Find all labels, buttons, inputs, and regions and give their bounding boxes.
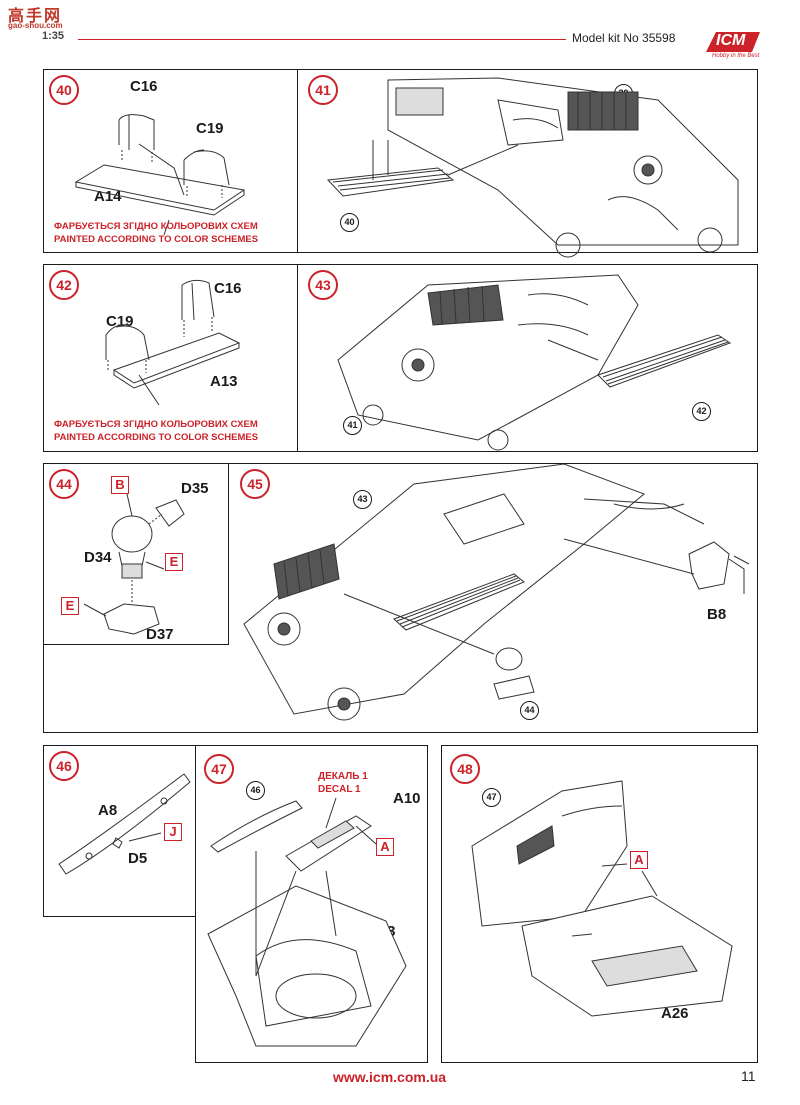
step-47-drawing (207, 797, 407, 1047)
scale-label: 1:35 (42, 30, 65, 42)
part-label: D35 (181, 480, 209, 497)
part-label: C19 (196, 120, 224, 137)
color-code: J (164, 823, 182, 841)
footer-url[interactable]: www.icm.com.ua (333, 1069, 447, 1085)
part-label: A10 (393, 790, 421, 807)
step-number: 40 (49, 75, 79, 105)
step-48-panel: 48 47 A A26 (441, 745, 758, 1063)
step-41-panel: 41 39 40 (297, 69, 758, 258)
paint-note-ua: ФАРБУЄТЬСЯ ЗГІДНО КОЛЬОРОВИХ СХЕМ (54, 419, 258, 430)
step-ref: 40 (340, 213, 359, 232)
brand-logo-shape (706, 32, 760, 52)
step-number: 46 (49, 751, 79, 781)
watermark-url: gao-shou.com (8, 21, 63, 30)
watermark-cn: 高手网 (8, 6, 63, 25)
step-ref: 42 (692, 402, 711, 421)
part-label: C16 (130, 78, 158, 95)
step-ref: 43 (353, 490, 372, 509)
step-40-panel: 40 C16 C19 A14 ФАРБУЄТЬСЯ ЗГІДНО КОЛЬОРО… (43, 69, 298, 253)
brand-logo: ICM Hobby in the Best (700, 24, 770, 62)
decal-note: ДЕКАЛЬ 1 DECAL 1 (318, 770, 368, 796)
part-label: D34 (84, 549, 112, 566)
step-number: 42 (49, 270, 79, 300)
color-code: E (165, 553, 183, 571)
color-code: B (111, 476, 129, 494)
header-rule (78, 39, 566, 40)
part-label: A26 (661, 1005, 689, 1022)
part-label: A13 (210, 373, 238, 390)
step-43-drawing (337, 274, 732, 451)
step-ref: 44 (520, 701, 539, 720)
step-44-drawing (83, 493, 185, 635)
part-label: A8 (98, 802, 118, 819)
step-number: 48 (450, 754, 480, 784)
part-label: D37 (146, 626, 174, 643)
step-41-drawing (326, 77, 739, 258)
paint-note-ua: ФАРБУЄТЬСЯ ЗГІДНО КОЛЬОРОВИХ СХЕМ (54, 221, 258, 232)
model-kit-number: Model kit No 35598 (572, 31, 676, 45)
step-ref: 46 (246, 781, 265, 800)
step-number: 43 (308, 270, 338, 300)
paint-note: ФАРБУЄТЬСЯ ЗГІДНО КОЛЬОРОВИХ СХЕМ PAINTE… (54, 418, 258, 444)
paint-note-en: PAINTED ACCORDING TO COLOR SCHEMES (54, 432, 259, 443)
step-46-drawing (58, 773, 191, 875)
step-number: 45 (240, 469, 270, 499)
step-40-drawing (74, 114, 246, 236)
step-46-panel: 46 A8 J D5 (43, 745, 196, 917)
decal-en: DECAL 1 (318, 784, 361, 795)
step-number: 41 (308, 75, 338, 105)
step-number: 44 (49, 469, 79, 499)
step-42-panel: 42 C16 C19 A13 ФАРБУЄТЬСЯ ЗГІДНО КОЛЬОРО… (43, 264, 298, 452)
step-47-panel: 47 46 ДЕКАЛЬ 1 DECAL 1 A10 A A23 (195, 745, 428, 1063)
step-42-drawing (105, 279, 241, 406)
step-number: 47 (204, 754, 234, 784)
part-label: D5 (128, 850, 148, 867)
decal-ua: ДЕКАЛЬ 1 (318, 771, 368, 782)
color-code: E (61, 597, 79, 615)
part-label: C16 (214, 280, 242, 297)
step-43-panel: 43 41 42 (297, 264, 758, 452)
brand-tagline: Hobby in the Best (712, 53, 760, 59)
step-ref: 41 (343, 416, 362, 435)
paint-note-en: PAINTED ACCORDING TO COLOR SCHEMES (54, 234, 259, 245)
step-ref: 47 (482, 788, 501, 807)
part-label: B8 (707, 606, 727, 623)
step-48-drawing (471, 780, 733, 1017)
color-code: A (376, 838, 394, 856)
step-44-panel: 44 B D35 D34 E E D37 (43, 463, 229, 645)
watermark-logo: 高手网 gao-shou.com (6, 2, 76, 32)
page-number: 11 (741, 1068, 756, 1084)
step-45-drawing (243, 463, 750, 721)
brand-name: ICM (716, 32, 746, 49)
paint-note: ФАРБУЄТЬСЯ ЗГІДНО КОЛЬОРОВИХ СХЕМ PAINTE… (54, 220, 258, 246)
color-code: A (630, 851, 648, 869)
